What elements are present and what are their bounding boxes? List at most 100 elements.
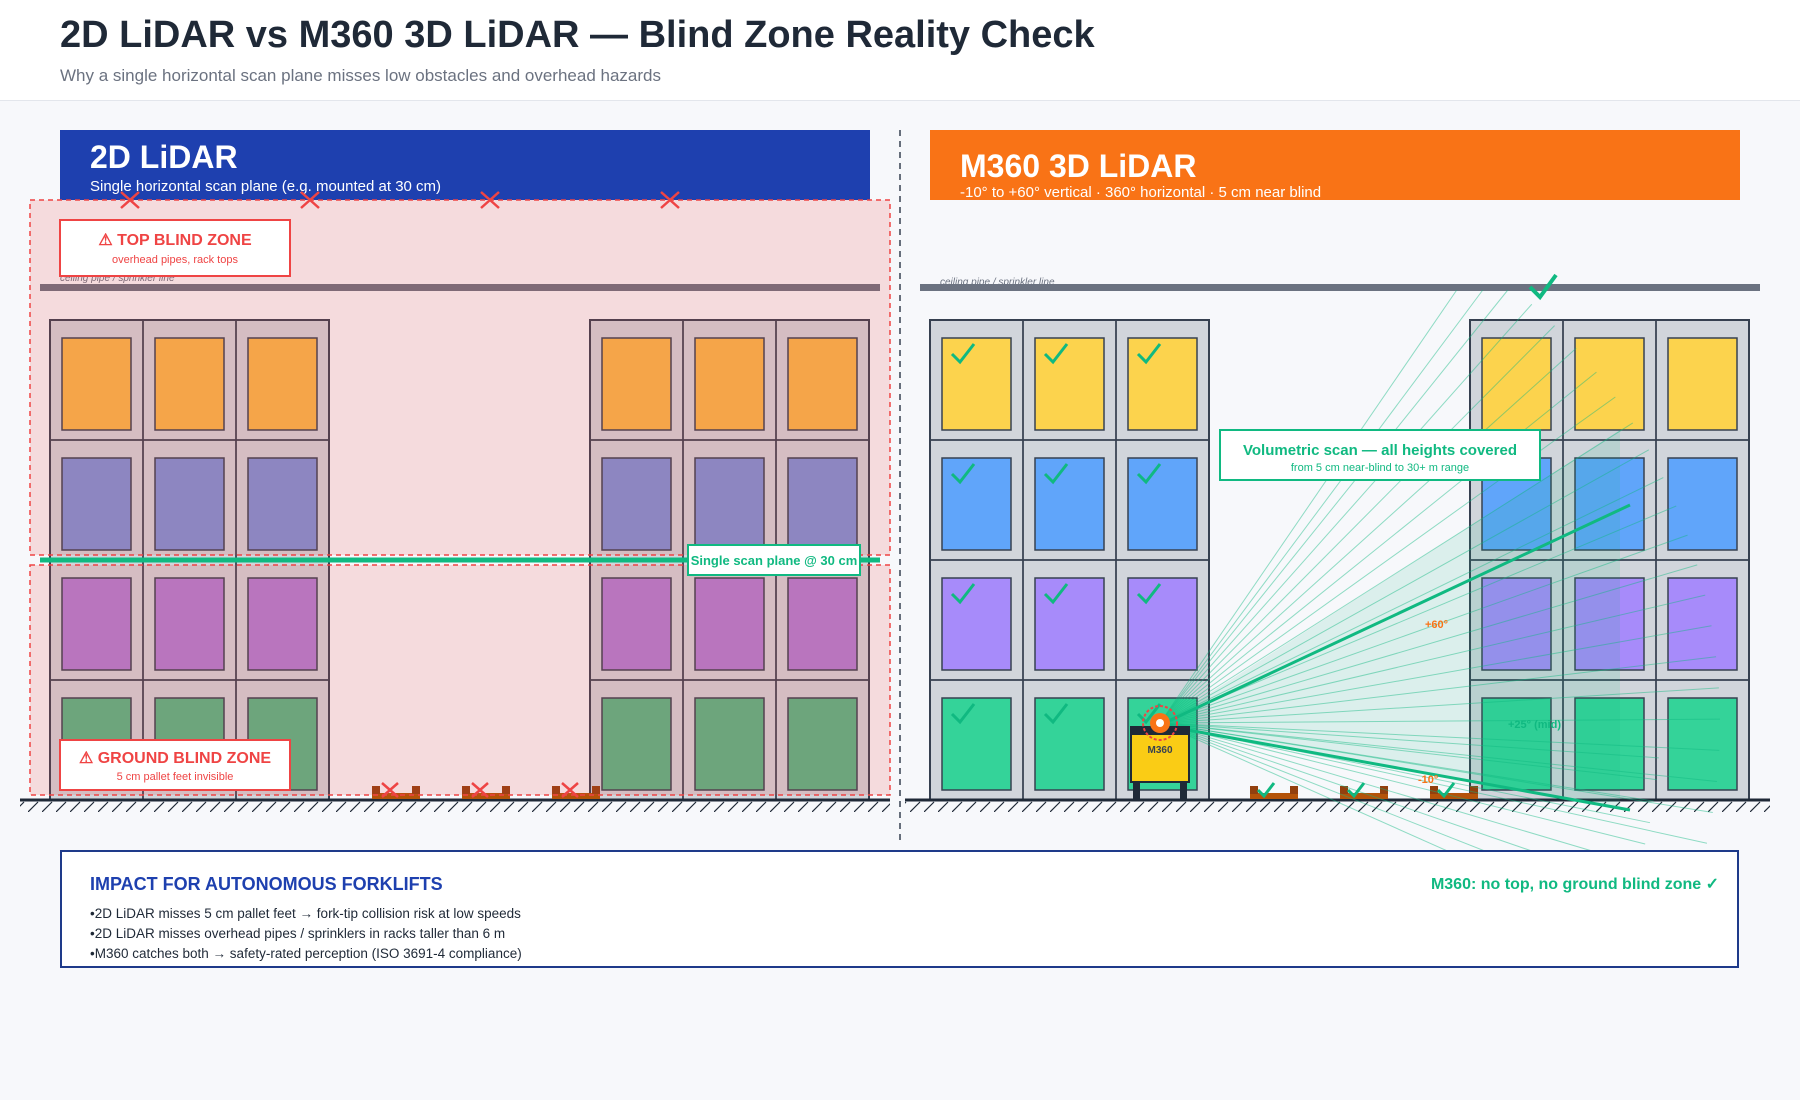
pallet-foot <box>372 786 380 794</box>
pallet-box <box>1481 337 1552 431</box>
scan-ray <box>1159 347 1577 724</box>
check-icon <box>1043 583 1069 605</box>
robot-body <box>1130 726 1190 783</box>
pallet-box <box>601 577 672 671</box>
pallet-box <box>694 697 765 791</box>
scan-ray <box>1159 722 1659 759</box>
impact-badge: M360: no top, no ground blind zone ✓ <box>1430 876 1719 893</box>
pallet-box <box>1034 337 1105 431</box>
pallet-box <box>1127 337 1198 431</box>
scan-ray <box>1159 687 1719 724</box>
impact-list: 2D LiDAR misses 5 cm pallet feet → fork-… <box>90 904 522 964</box>
pallet-box <box>1574 457 1645 551</box>
robot-leg-left <box>1133 782 1140 800</box>
pallet-box <box>1667 337 1738 431</box>
scan-ray <box>1159 722 1717 783</box>
check-icon <box>1043 343 1069 365</box>
miss-cross-icon <box>660 191 680 209</box>
page-subtitle: Why a single horizontal scan plane misse… <box>60 66 661 85</box>
volumetric-subtitle: from 5 cm near-blind to 30+ m range <box>1291 462 1469 474</box>
pallet-box <box>694 457 765 551</box>
pallet-foot <box>412 786 420 794</box>
miss-cross-icon <box>480 191 500 209</box>
ground-blind-subtitle: 5 cm pallet feet invisible <box>117 771 234 783</box>
pallet-box <box>787 577 858 671</box>
pallet-box <box>247 337 318 431</box>
pallet-box <box>154 457 225 551</box>
check-icon <box>1256 782 1276 799</box>
scan-plane-label: Single scan plane @ 30 cm <box>691 553 858 568</box>
scan-plane-label-box <box>687 544 861 576</box>
m360-robot: M360 <box>1130 705 1190 800</box>
angle-label-bottom: -10° <box>1418 774 1438 786</box>
scan-ray <box>1159 594 1706 724</box>
check-icon <box>950 703 976 725</box>
top-blind-title: ⚠ TOP BLIND ZONE <box>98 232 252 249</box>
pallet-box <box>941 337 1012 431</box>
scan-ray <box>1159 289 1509 724</box>
scan-ray <box>1159 422 1634 724</box>
scan-ray <box>1159 303 1533 724</box>
check-icon <box>1136 463 1162 485</box>
pallet-box <box>61 457 132 551</box>
left-panel-header <box>60 130 870 200</box>
ceiling-pipe-right <box>920 284 1760 291</box>
impact-title: IMPACT FOR AUTONOMOUS FORKLIFTS <box>90 874 443 894</box>
pallet-box <box>61 577 132 671</box>
right-panel-title: M360 3D LiDAR <box>960 148 1197 184</box>
pallet-box <box>601 697 672 791</box>
pallet-foot <box>462 786 470 794</box>
scan-volume <box>1160 430 1620 810</box>
page-title: 2D LiDAR vs M360 3D LiDAR — Blind Zone R… <box>60 14 1095 56</box>
miss-cross-icon <box>120 191 140 209</box>
pallet-box <box>1127 457 1198 551</box>
ground-blind-label-box <box>59 739 291 791</box>
scan-ray <box>1159 289 1458 724</box>
pallet-box <box>787 697 858 791</box>
right-racks <box>929 319 1750 801</box>
scan-ray <box>1159 449 1650 724</box>
scan-ray-lower <box>1159 723 1631 812</box>
scan-ray <box>1159 722 1708 844</box>
pallet-box <box>154 337 225 431</box>
ceiling-pipe-label-right: ceiling pipe / sprinkler line <box>940 277 1055 288</box>
ground-blind-title: ⚠ GROUND BLIND ZONE <box>79 750 271 767</box>
pallet-box <box>1574 337 1645 431</box>
check-icon <box>1043 463 1069 485</box>
scan-ray <box>1159 722 1713 814</box>
ground-hatch-right <box>905 801 1770 813</box>
scan-ray <box>1159 722 1720 751</box>
pallet-box <box>247 457 318 551</box>
robot-label: M360 <box>1147 745 1172 756</box>
pallet-box <box>1667 697 1738 791</box>
sensor-lens <box>1156 719 1164 727</box>
scan-ray <box>1159 325 1555 724</box>
check-icon <box>1136 583 1162 605</box>
pallet-box <box>247 577 318 671</box>
pallet-box <box>1667 457 1738 551</box>
pallet-box <box>61 337 132 431</box>
left-panel-title: 2D LiDAR <box>90 139 238 175</box>
pallet-foot <box>1380 786 1388 794</box>
scan-ray <box>1159 505 1677 724</box>
pallet-box <box>1034 577 1105 671</box>
pallet-box <box>941 577 1012 671</box>
right-pallet-feet <box>1250 782 1478 799</box>
ceiling-pipe <box>40 284 880 291</box>
ground-hatch <box>20 801 890 813</box>
pallet-box <box>154 577 225 671</box>
pallet-box <box>601 337 672 431</box>
pallet-box <box>1667 577 1738 671</box>
right-panel-subtitle: -10° to +60° vertical · 360° horizontal … <box>960 184 1321 201</box>
pallet-box <box>694 577 765 671</box>
impact-item: 2D LiDAR misses 5 cm pallet feet → fork-… <box>90 904 522 924</box>
pallet-box <box>1127 577 1198 671</box>
scan-ray-upper <box>1159 503 1631 727</box>
scan-ray <box>1159 477 1664 724</box>
pallet-base <box>1250 793 1298 799</box>
check-icon <box>1136 343 1162 365</box>
pallet-foot <box>1290 786 1298 794</box>
pallet-box <box>1034 697 1105 791</box>
pallet-box <box>787 337 858 431</box>
